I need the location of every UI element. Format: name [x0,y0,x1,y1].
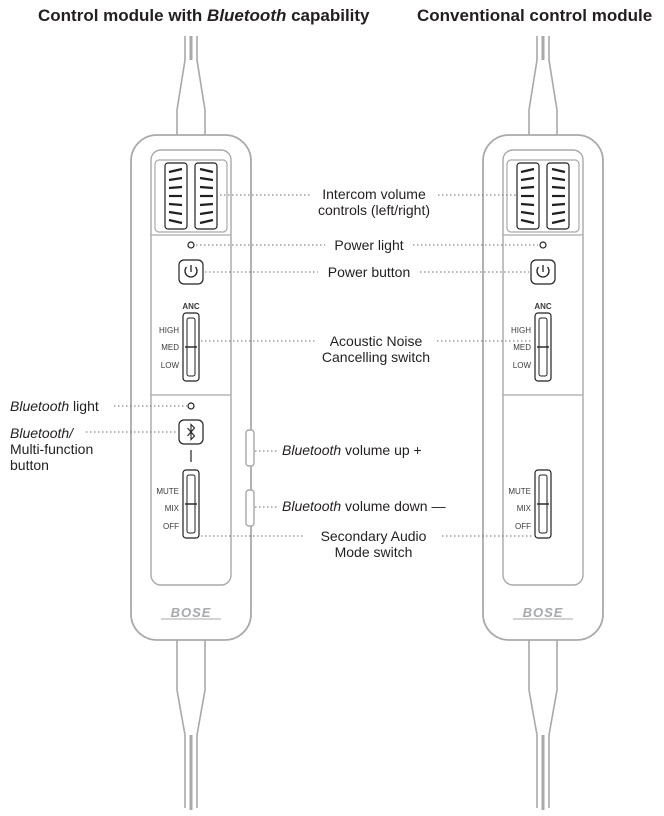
bluetooth-volume-down-label: Bluetooth volume down — [282,498,446,514]
leader-lines [86,194,538,537]
secondary-audio-label: Secondary Audio Mode switch [320,528,427,561]
anc-label-left: ANC [182,302,200,311]
anc-high-left: HIGH [159,326,179,335]
power-light-label: Power light [334,237,404,253]
bose-logo-right: BOSE [523,605,564,620]
anc-med-right: MED [513,343,531,352]
bluetooth-light-label: Bluetooth light [10,398,99,414]
anc-switch-label: Acoustic Noise Cancelling switch [321,333,431,366]
intercom-volume-label: Intercom volume controls (left/right) [317,186,431,219]
bluetooth-control-module: ANC HIGH MED LOW MUTE MIX OFF BOSE [129,34,255,812]
mix-label-left: MIX [165,504,180,513]
bluetooth-module-title: Control module with Bluetooth capability [38,6,370,25]
bluetooth-button-label: Bluetooth/ Multi-function button [10,425,94,474]
power-button-label: Power button [327,264,411,280]
conventional-module-title: Conventional control module [417,6,653,25]
anc-high-right: HIGH [511,326,531,335]
bose-logo-left: BOSE [171,605,212,620]
anc-low-right: LOW [513,361,532,370]
off-label-right: OFF [515,522,531,531]
mute-label-right: MUTE [508,487,531,496]
mute-label-left: MUTE [156,487,179,496]
conventional-control-module: ANC HIGH MED LOW MUTE MIX OFF BOSE [481,34,605,812]
anc-label-right: ANC [534,302,552,311]
bluetooth-volume-up-label: Bluetooth volume up + [282,442,422,458]
off-label-left: OFF [163,522,179,531]
anc-med-left: MED [161,343,179,352]
anc-low-left: LOW [161,361,180,370]
mix-label-right: MIX [517,504,532,513]
